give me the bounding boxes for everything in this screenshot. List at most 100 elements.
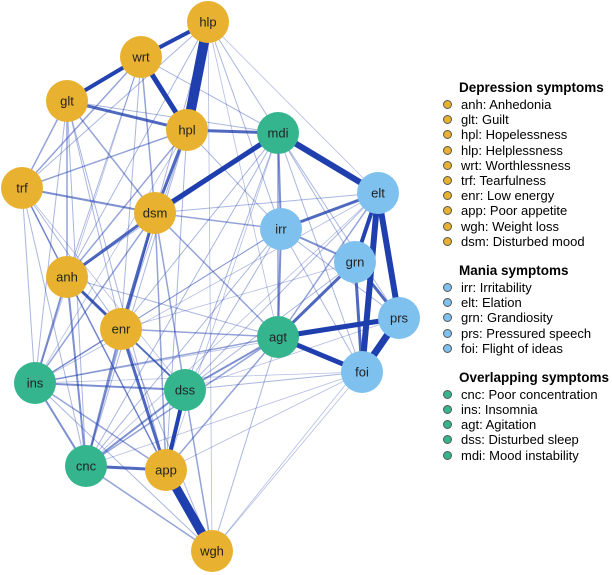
legend-dot-icon (443, 160, 452, 170)
legend-item: wgh: Weight loss (432, 219, 612, 234)
edge-trf-dss (21, 187, 186, 391)
legend-item: dsm: Disturbed mood (432, 234, 612, 249)
node-label-hlp: hlp (199, 15, 216, 30)
edge-wrt-dsm (140, 56, 156, 214)
edge-enr-cnc (85, 328, 122, 467)
legend-item-label: glt: Guilt (461, 112, 509, 128)
edge-anh-app (66, 276, 167, 471)
edge-hlp-anh (66, 21, 209, 278)
node-circle-dsm (134, 192, 176, 234)
edge-cnc-wgh (85, 465, 213, 552)
edge-hpl-ins (34, 129, 188, 384)
edge-irr-dss (184, 228, 282, 391)
node-grn: grn (334, 241, 376, 283)
legend-item-label: trf: Tearfulness (461, 173, 547, 189)
legend-item-label: dss: Disturbed sleep (461, 432, 579, 448)
edge-wgh-foi (211, 371, 363, 552)
edge-hpl-cnc (85, 129, 188, 467)
edge-wgh-prs (211, 317, 400, 552)
node-circle-elt (357, 172, 399, 214)
edge-wrt-ins (34, 56, 142, 384)
edge-glt-app (66, 100, 167, 471)
legend-item-label: elt: Elation (461, 295, 522, 311)
node-dss: dss (164, 369, 206, 411)
node-label-mdi: mdi (268, 126, 289, 141)
node-circle-prs (378, 297, 420, 339)
edge-app-foi (165, 371, 363, 471)
node-circle-foi (341, 351, 383, 393)
node-hlp: hlp (187, 1, 229, 43)
edge-wrt-trf (21, 56, 142, 189)
legend-dot-icon (443, 221, 452, 231)
legend-item-label: hlp: Helplessness (461, 142, 563, 158)
edge-agt-elt (277, 192, 379, 338)
legend-item-label: mdi: Mood instability (461, 447, 579, 463)
edge-enr-agt (120, 328, 279, 338)
node-cnc: cnc (65, 445, 107, 487)
node-label-elt: elt (371, 186, 385, 201)
legend-item-label: foi: Flight of ideas (461, 340, 563, 356)
node-circle-ins (14, 362, 56, 404)
legend-item-label: hpl: Hopelessness (461, 127, 568, 143)
edge-agt-ins (34, 336, 279, 384)
legend-dot-icon (443, 420, 452, 430)
legend-dot-icon (443, 130, 452, 140)
legend-item-label: dsm: Disturbed mood (461, 233, 585, 249)
legend-item-label: enr: Low energy (461, 188, 555, 204)
legend-item: agt: Agitation (432, 417, 612, 432)
legend-item-label: ins: Insomnia (461, 402, 538, 418)
edge-agt-app (165, 336, 279, 471)
node-circle-mdi (257, 112, 299, 154)
legend-dot-icon (443, 100, 452, 110)
node-label-app: app (155, 463, 177, 478)
legend-item: anh: Anhedonia (432, 97, 612, 112)
node-label-anh: anh (56, 270, 78, 285)
edge-glt-ins (34, 100, 68, 384)
legend-item: dss: Disturbed sleep (432, 432, 612, 447)
legend-dot-icon (443, 313, 452, 323)
edge-hpl-app (165, 129, 188, 471)
legend-dot-icon (443, 206, 452, 216)
edge-irr-dsm (154, 212, 282, 230)
legend-item: cnc: Poor concentration (432, 387, 612, 402)
edge-dsm-app (154, 212, 167, 471)
node-circle-grn (334, 241, 376, 283)
edge-hlp-irr (207, 21, 282, 230)
edge-irr-ins (34, 228, 282, 384)
edge-grn-enr (120, 261, 356, 330)
legend-item: ins: Insomnia (432, 402, 612, 417)
edge-hlp-wgh (207, 21, 213, 552)
node-circle-trf (1, 167, 43, 209)
node-label-wrt: wrt (131, 50, 150, 65)
edge-dsm-ins (34, 212, 156, 384)
edge-dsm-mdi (152, 130, 281, 216)
node-label-agt: agt (269, 330, 287, 345)
legend-item: grn: Grandiosity (432, 310, 612, 325)
edge-irr-foi (280, 228, 363, 373)
node-prs: prs (378, 297, 420, 339)
edge-mdi-app (165, 132, 279, 471)
legend-dot-icon (443, 145, 452, 155)
edge-irr-cnc (85, 228, 282, 467)
edge-ins-wgh (34, 382, 213, 552)
legend-dot-icon (443, 282, 452, 292)
node-label-foi: foi (355, 365, 369, 380)
node-label-irr: irr (275, 222, 287, 237)
edge-irr-enr (120, 228, 282, 330)
legend-item-label: grn: Grandiosity (461, 310, 553, 326)
edge-hpl-anh (66, 129, 188, 278)
edge-anh-agt (66, 276, 279, 338)
legend-dot-icon (443, 435, 452, 445)
edge-glt-enr (66, 100, 122, 330)
legend-dot-icon (443, 343, 452, 353)
node-agt: agt (257, 316, 299, 358)
node-glt: glt (46, 80, 88, 122)
edge-dsm-agt (154, 212, 279, 338)
edge-hpl-trf (21, 129, 188, 189)
node-circle-wgh (191, 530, 233, 572)
node-elt: elt (357, 172, 399, 214)
edge-agt-wgh (211, 336, 279, 552)
